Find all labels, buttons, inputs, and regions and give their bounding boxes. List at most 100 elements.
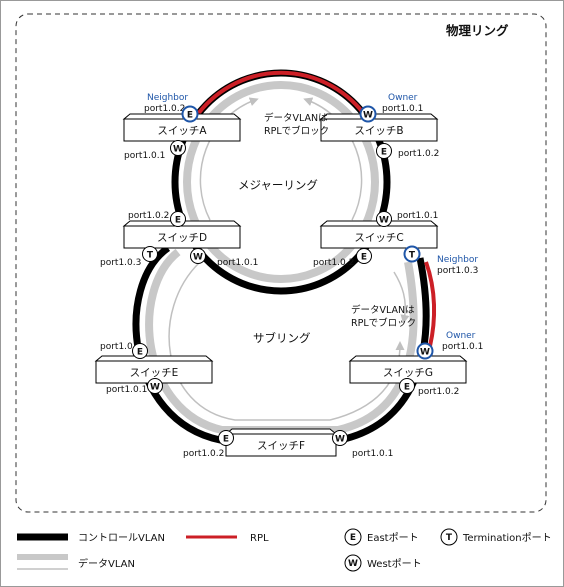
port-badge-c-west-circle [376, 211, 392, 227]
switch-g-label: スイッチG [383, 367, 433, 379]
port-label-d1: port1.0.2 [128, 211, 169, 221]
port-badge-d-term-circle [142, 246, 158, 262]
switch-b: スイッチB [319, 113, 439, 142]
port-label-e1: port1.0.2 [100, 342, 141, 352]
port-badge-f-west-letter: W [335, 434, 345, 444]
switch-e-top [94, 355, 214, 362]
legend-east-badge [344, 528, 362, 546]
switch-c: スイッチC [319, 220, 439, 249]
port-badge-c-term-letter: T [409, 250, 416, 260]
port-badge-c-term: T [403, 245, 421, 263]
major-ring-data-vlan [183, 81, 379, 283]
port-badge-a-east-letter: E [187, 110, 193, 120]
legend-west-badge [344, 554, 362, 572]
switch-a: スイッチA [122, 113, 242, 142]
port-badge-c-east: E [356, 248, 372, 264]
port-label-d3: port1.0.1 [217, 258, 258, 268]
port-badge-e-east-circle [132, 343, 148, 359]
port-badge-f-east-circle [218, 430, 234, 446]
legend-east-text: Eastポート [367, 532, 419, 544]
legend-termination-badge [440, 528, 458, 546]
port-badge-d-west: W [190, 248, 206, 264]
port-badge-f-east: E [218, 430, 234, 446]
switch-f: スイッチF [224, 428, 338, 457]
role-owner-b: Owner [388, 93, 418, 103]
port-label-d2: port1.0.3 [100, 258, 141, 268]
port-label-c2: port1.0.2 [313, 258, 354, 268]
switch-f-top [224, 428, 338, 435]
port-badge-d-term: T [142, 246, 158, 262]
port-label-f1: port1.0.2 [183, 449, 224, 459]
major-ring-label: メジャーリング [238, 178, 318, 192]
legend-west-text: Westポート [367, 558, 422, 570]
port-badge-a-east: E [181, 105, 199, 123]
port-badge-e-west: W [147, 378, 163, 394]
port-badge-e-east-letter: E [137, 347, 143, 357]
physical-ring-boundary [15, 13, 547, 513]
sub-ring-data-vlan [145, 248, 418, 434]
port-badge-b-east-circle [376, 143, 392, 159]
switch-c-label: スイッチC [354, 232, 403, 244]
port-badge-c-east-letter: E [361, 252, 367, 262]
switch-f-label: スイッチF [257, 440, 305, 452]
port-badge-b-west-letter: W [363, 110, 373, 120]
port-badge-d-east-circle [170, 211, 186, 227]
port-label-f2: port1.0.1 [352, 449, 393, 459]
role-owner-g: Owner [446, 331, 476, 341]
port-badge-g-east: E [399, 378, 415, 394]
port-label-b1: port1.0.1 [382, 104, 423, 114]
switch-e: スイッチE [94, 355, 214, 384]
switch-c-box [320, 225, 438, 249]
role-neighbor-c: Neighbor [437, 255, 478, 265]
port-badge-d-west-circle [190, 248, 206, 264]
port-badge-b-west-circle [359, 105, 377, 123]
port-badge-e-west-circle [147, 378, 163, 394]
port-label-a2: port1.0.1 [124, 151, 165, 161]
port-badge-g-west: W [416, 342, 434, 360]
port-badge-f-west-circle [332, 430, 348, 446]
port-badge-c-east-circle [356, 248, 372, 264]
port-label-e2: port1.0.1 [106, 385, 147, 395]
port-badge-f-west: W [332, 430, 348, 446]
port-label-g1: port1.0.1 [442, 342, 483, 352]
switch-d-box [123, 225, 241, 249]
port-badge-c-west-letter: W [379, 215, 389, 225]
legend-control-vlan-text: コントロールVLAN [78, 533, 165, 544]
port-badge-d-east: E [170, 211, 186, 227]
legend-east-badge-letter: E [350, 533, 356, 543]
port-badge-e-west-letter: W [150, 382, 160, 392]
switch-e-label: スイッチE [130, 367, 179, 379]
port-badge-c-term-circle [403, 245, 421, 263]
sub-ring-label: サブリング [253, 331, 311, 345]
port-badge-b-east-letter: E [381, 147, 387, 157]
switch-a-box [123, 118, 241, 142]
port-badge-a-west: W [170, 140, 186, 156]
legend-rpl-text: RPL [250, 533, 269, 544]
port-badge-d-west-letter: W [193, 252, 203, 262]
major-note-line2: RPLでブロック [264, 125, 329, 137]
port-label-a1: port1.0.2 [144, 104, 185, 114]
switch-b-box [320, 118, 438, 142]
sub-ring-data-flow-right [393, 271, 410, 324]
major-ring-rpl [193, 70, 369, 120]
port-label-b2: port1.0.2 [398, 149, 439, 159]
port-label-c3: port1.0.3 [437, 266, 478, 276]
legend-data-vlan-text: データVLAN [78, 557, 135, 570]
port-badge-g-west-letter: W [420, 347, 430, 357]
switch-g-top [348, 355, 468, 362]
switch-d-label: スイッチD [157, 232, 207, 244]
port-badge-a-west-circle [170, 140, 186, 156]
port-badge-d-east-letter: E [175, 215, 181, 225]
port-label-g2: port1.0.2 [418, 387, 459, 397]
port-badge-b-west: W [359, 105, 377, 123]
port-badge-b-east: E [376, 143, 392, 159]
port-badge-g-west-circle [416, 342, 434, 360]
major-ring-data-flow-right [303, 97, 363, 221]
major-note-line1: データVLANは [264, 112, 328, 124]
major-ring-data-flow-left [199, 97, 259, 221]
switch-b-label: スイッチB [354, 125, 403, 137]
physical-ring-title: 物理リング [446, 23, 509, 38]
port-badge-c-west: W [376, 211, 392, 227]
port-badge-a-east-circle [181, 105, 199, 123]
